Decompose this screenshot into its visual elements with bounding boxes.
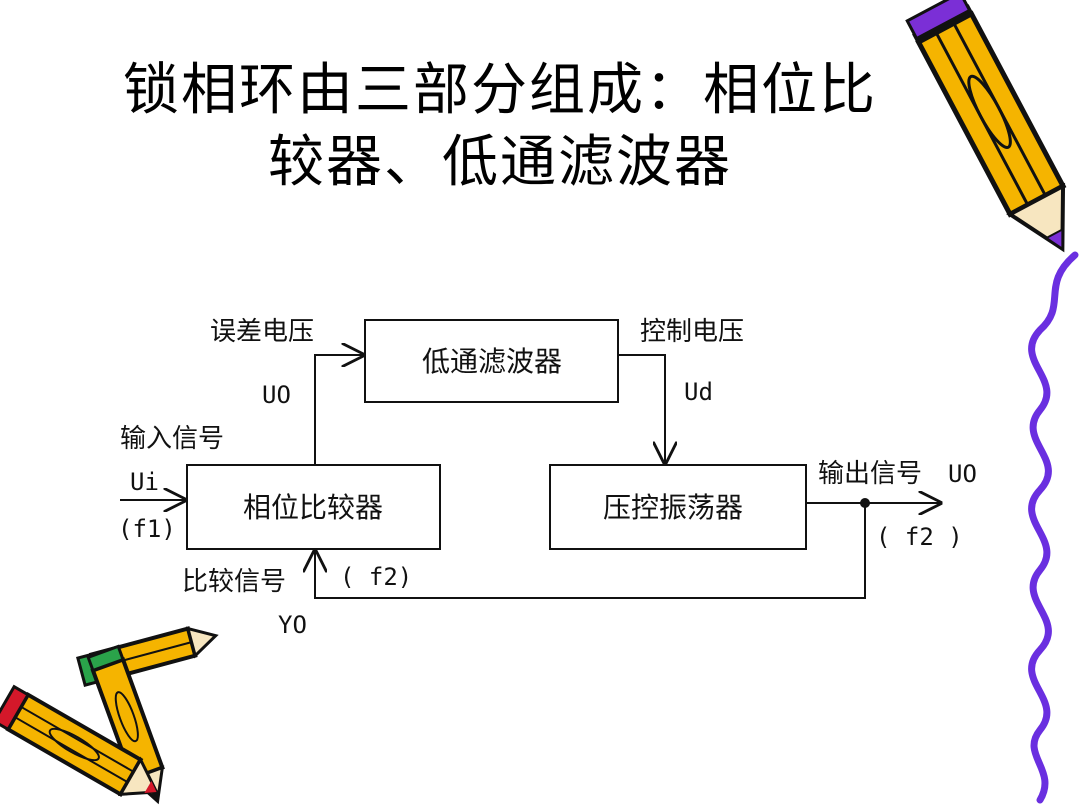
error-voltage-line — [314, 355, 363, 465]
title-line-2: 较器、低通滤波器 — [268, 130, 732, 195]
compare-signal-label: 比较信号 — [182, 567, 286, 597]
f2-bottom-label: ( f2) — [340, 563, 412, 591]
control-voltage-line — [618, 354, 665, 463]
slide-title: 锁相环由三部分组成：相位比 较器、低通滤波器 — [60, 55, 940, 199]
output-signal-label: 输出信号 — [818, 459, 922, 489]
pencil-icon — [905, 0, 1067, 253]
error-voltage-label: 误差电压 — [210, 317, 314, 347]
input-signal-label: 输入信号 — [120, 424, 224, 454]
title-line-1: 锁相环由三部分组成：相位比 — [123, 58, 877, 123]
comparator-label: 相位比较器 — [243, 491, 383, 524]
f1-label: (f1) — [118, 515, 176, 543]
feedback-line — [315, 503, 866, 599]
vco-block — [549, 464, 807, 550]
control-voltage-label: 控制电压 — [640, 317, 744, 347]
lpf-label: 低通滤波器 — [422, 345, 562, 378]
squiggle-border — [1028, 251, 1079, 804]
ud-label: Ud — [684, 378, 713, 406]
pencil-icon — [0, 684, 159, 798]
yo-label: YO — [278, 611, 307, 639]
pll-block-diagram — [120, 319, 940, 599]
uo-out-label: UO — [948, 460, 977, 488]
junction-dot — [860, 498, 870, 508]
vco-label: 压控振荡器 — [603, 491, 743, 524]
ui-label: Ui — [130, 468, 159, 496]
uo-top-label: UO — [262, 381, 291, 409]
lpf-block — [364, 319, 619, 403]
f2-right-label: ( f2 ) — [876, 523, 963, 551]
